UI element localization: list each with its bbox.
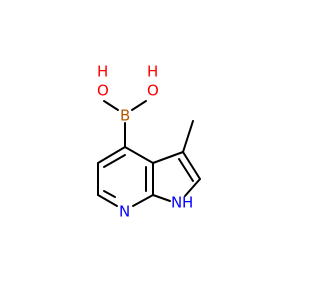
bond-b-o-left	[103, 100, 119, 111]
bond-c6-n7-double	[103, 190, 116, 198]
oxygen-right-label: O	[147, 82, 159, 100]
bond-c4-c3a	[124, 146, 154, 164]
bond-n7-c7a	[132, 194, 154, 207]
hydrogen-left-label: H	[97, 63, 108, 81]
bond-c6-n7	[97, 194, 118, 207]
atom-label-group: O H O H B N N H	[97, 63, 193, 221]
bond-c3-c2	[182, 151, 201, 180]
bond-c2-n1	[184, 178, 201, 197]
pyridine-nitrogen-label: N	[119, 203, 130, 221]
pyrrole-nitrogen-label: N	[171, 194, 182, 212]
bond-c3a-c3	[152, 151, 184, 164]
boron-label: B	[120, 107, 130, 125]
hydrogen-right-label: H	[147, 63, 158, 81]
bond-n1-c7a	[152, 194, 171, 202]
bond-c4-c5	[97, 146, 126, 164]
bond-c3-c2-double	[178, 158, 194, 182]
bond-b-o-right	[131, 100, 147, 111]
oxygen-left-label: O	[97, 82, 109, 100]
bond-group	[97, 100, 201, 207]
bond-c3-methyl	[182, 120, 194, 153]
bond-c4-c5-double	[103, 154, 126, 168]
molecule-structure: O H O H B N N H	[0, 0, 300, 300]
pyrrole-hydrogen-label: H	[182, 194, 193, 212]
background	[0, 0, 300, 300]
